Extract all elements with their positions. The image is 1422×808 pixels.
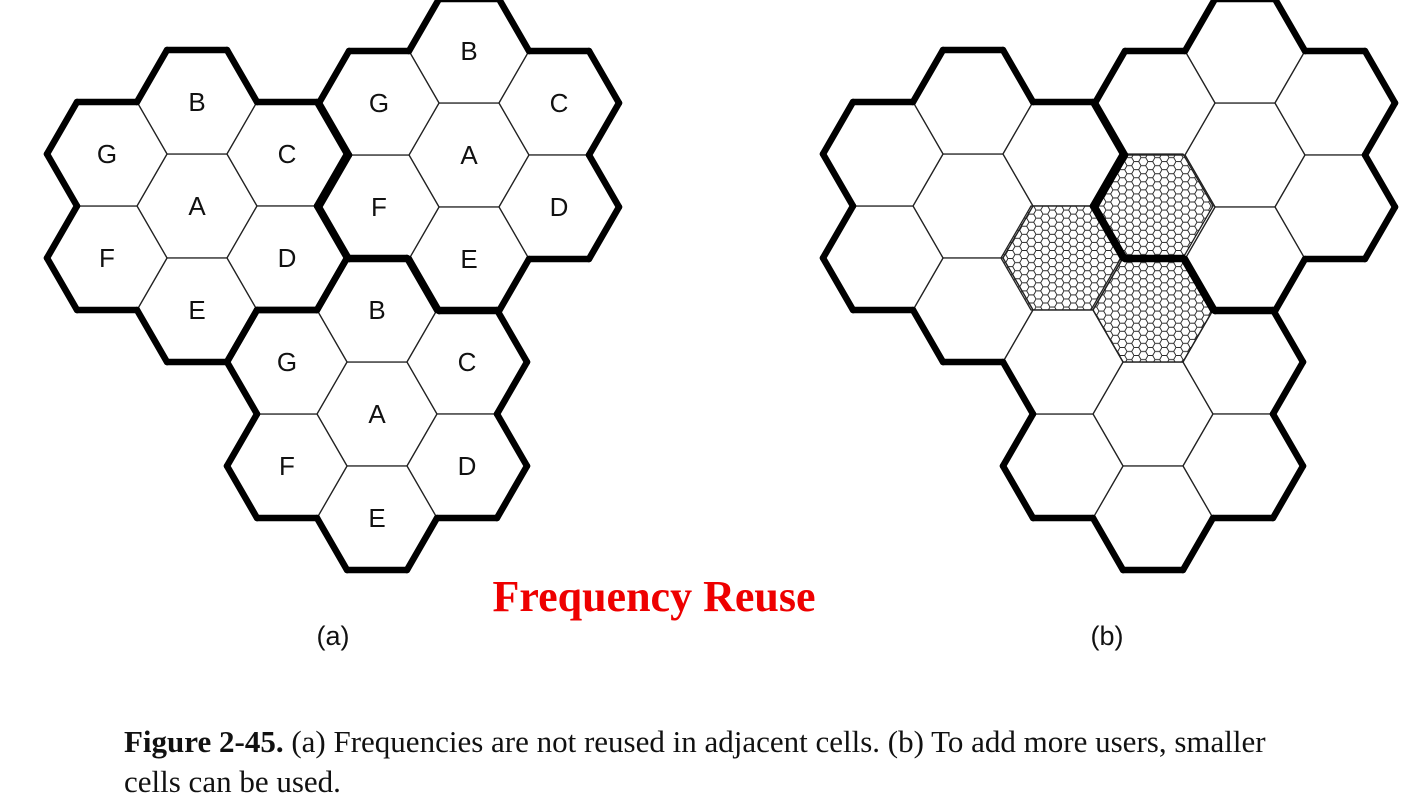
cell-label-b: B bbox=[368, 295, 385, 325]
panel-b-boundary bbox=[999, 462, 1037, 522]
cluster-2 bbox=[318, 0, 620, 312]
cell-label-e: E bbox=[460, 244, 477, 274]
panel-b-boundary bbox=[1361, 47, 1399, 107]
cell-label-g: G bbox=[277, 347, 297, 377]
panel-b-boundary bbox=[999, 358, 1037, 418]
frequency-reuse-title: Frequency Reuse bbox=[492, 572, 815, 621]
panel-b-boundary bbox=[1091, 203, 1129, 263]
cluster-2-boundary bbox=[315, 203, 353, 263]
cluster-3-boundary bbox=[493, 306, 531, 366]
panel-b-label: (b) bbox=[1091, 621, 1124, 651]
cluster-3-boundary bbox=[223, 462, 261, 522]
cell-label-g: G bbox=[369, 88, 389, 118]
panel-b-boundary bbox=[1269, 358, 1307, 418]
cluster-3-boundary bbox=[403, 514, 441, 574]
cluster-2-boundary bbox=[315, 151, 353, 211]
cluster-2-boundary bbox=[495, 0, 533, 55]
panel-b-cell-split-diagram bbox=[819, 0, 1399, 574]
panel-b-boundary bbox=[999, 410, 1037, 470]
cell-label-a: A bbox=[188, 191, 206, 221]
cell-label-a: A bbox=[368, 399, 386, 429]
cluster-2-boundary bbox=[495, 255, 533, 315]
cell-label-a: A bbox=[460, 140, 478, 170]
cell-label-c: C bbox=[550, 88, 569, 118]
panel-b-boundary bbox=[1271, 255, 1309, 315]
cluster-1 bbox=[46, 49, 348, 363]
cluster-2-boundary bbox=[585, 203, 623, 263]
cluster-1-boundary bbox=[133, 46, 171, 106]
cluster-3-boundary bbox=[493, 462, 531, 522]
panel-b-boundary bbox=[999, 46, 1037, 106]
panel-b-boundary bbox=[1091, 151, 1129, 211]
panel-b-boundary bbox=[1361, 99, 1399, 159]
panel-b-boundary bbox=[1269, 306, 1307, 366]
cell-label-f: F bbox=[279, 451, 295, 481]
cluster-1-boundary bbox=[43, 254, 81, 314]
panel-b-boundary bbox=[1179, 254, 1217, 314]
cluster-3 bbox=[226, 257, 528, 571]
panel-b-boundary bbox=[1269, 410, 1307, 470]
cell-label-d: D bbox=[550, 192, 569, 222]
cell-label-f: F bbox=[99, 243, 115, 273]
cell-label-b: B bbox=[460, 36, 477, 66]
panel-b-boundary bbox=[1271, 0, 1309, 55]
cluster-3-boundary bbox=[493, 358, 531, 418]
cluster-1-boundary bbox=[43, 98, 81, 158]
cluster-2-boundary bbox=[315, 99, 353, 159]
cell-label-e: E bbox=[368, 503, 385, 533]
panel-b-boundary bbox=[819, 254, 857, 314]
cluster-3-boundary bbox=[223, 306, 261, 366]
cell-label-f: F bbox=[371, 192, 387, 222]
cluster-3-boundary bbox=[493, 410, 531, 470]
panel-b-boundary bbox=[909, 46, 947, 106]
cluster-3-boundary bbox=[313, 254, 351, 314]
cluster-2-boundary bbox=[405, 0, 443, 55]
cluster-2-boundary bbox=[585, 99, 623, 159]
panel-b-boundary bbox=[1091, 47, 1129, 107]
cluster-1-boundary bbox=[223, 46, 261, 106]
cell-label-e: E bbox=[188, 295, 205, 325]
panel-b-boundary bbox=[819, 202, 857, 262]
panel-b-boundary bbox=[1269, 462, 1307, 522]
cluster-2-boundary bbox=[315, 47, 353, 107]
panel-a-cluster-diagram: A B C D E F G A B C D E F G A B C D E F G bbox=[43, 0, 623, 574]
cluster-3-boundary bbox=[223, 358, 261, 418]
panel-b-boundary bbox=[1089, 514, 1127, 574]
panel-b-boundary bbox=[819, 150, 857, 210]
cell-label-d: D bbox=[278, 243, 297, 273]
cluster-2-boundary bbox=[585, 47, 623, 107]
cluster-1-boundary bbox=[133, 306, 171, 366]
caption-text: (a) Frequencies are not reused in adjace… bbox=[124, 724, 1266, 799]
cluster-1-boundary bbox=[43, 202, 81, 262]
cell-label-c: C bbox=[458, 347, 477, 377]
panel-b-boundary bbox=[1361, 203, 1399, 263]
cluster-3-boundary bbox=[223, 410, 261, 470]
cluster-1-boundary bbox=[43, 150, 81, 210]
cluster-3-boundary bbox=[403, 254, 441, 314]
panel-b-boundary bbox=[909, 306, 947, 366]
cell-label-b: B bbox=[188, 87, 205, 117]
figure-caption: Figure 2-45. (a) Frequencies are not reu… bbox=[124, 722, 1314, 802]
cell-label-g: G bbox=[97, 139, 117, 169]
panel-b-boundary bbox=[1179, 514, 1217, 574]
cell-label-d: D bbox=[458, 451, 477, 481]
panel-b-boundary bbox=[1091, 99, 1129, 159]
panel-b-boundary bbox=[819, 98, 857, 158]
cluster-3-boundary bbox=[313, 514, 351, 574]
panel-b-boundary bbox=[1181, 0, 1219, 55]
panel-a-label: (a) bbox=[317, 621, 350, 651]
figure-number: Figure 2-45. bbox=[124, 724, 284, 759]
cell-label-c: C bbox=[278, 139, 297, 169]
cluster-2-boundary bbox=[585, 151, 623, 211]
panel-b-boundary bbox=[1361, 151, 1399, 211]
